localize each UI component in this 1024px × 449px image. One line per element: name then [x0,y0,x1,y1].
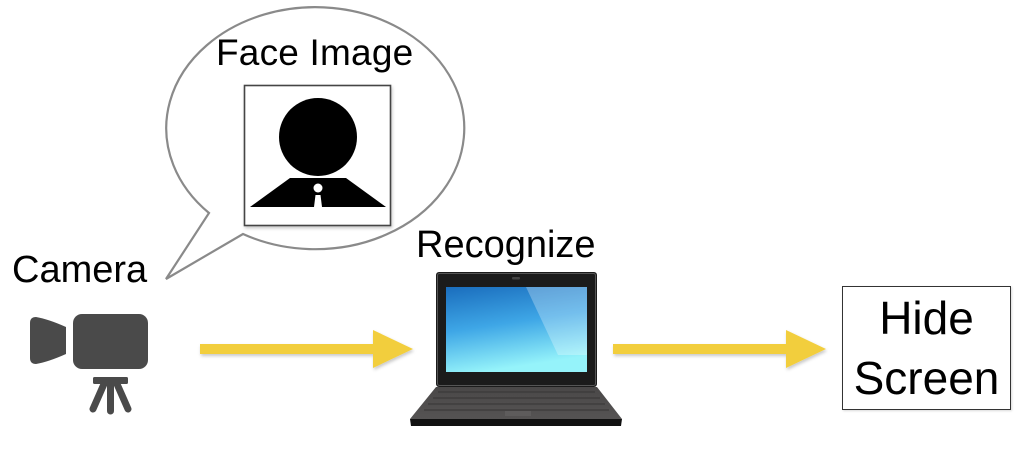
face-image [243,84,392,227]
hide-screen-label-line-1: Hide [879,292,974,344]
laptop-base [410,387,622,419]
person-silhouette-icon [250,98,386,207]
laptop-icon [410,272,622,426]
recognize-label: Recognize [416,224,596,266]
face-image-title: Face Image [216,32,414,73]
hide-screen-label-line-2: Screen [853,352,1000,404]
camera-label: Camera [12,249,148,291]
arrow-recognize-to-hide-screen [613,330,826,368]
hide-screen-box: Hide Screen [842,286,1011,410]
video-camera-on-tripod-icon [30,314,148,415]
laptop-screen [446,287,587,372]
arrow-camera-to-recognize [200,330,413,368]
